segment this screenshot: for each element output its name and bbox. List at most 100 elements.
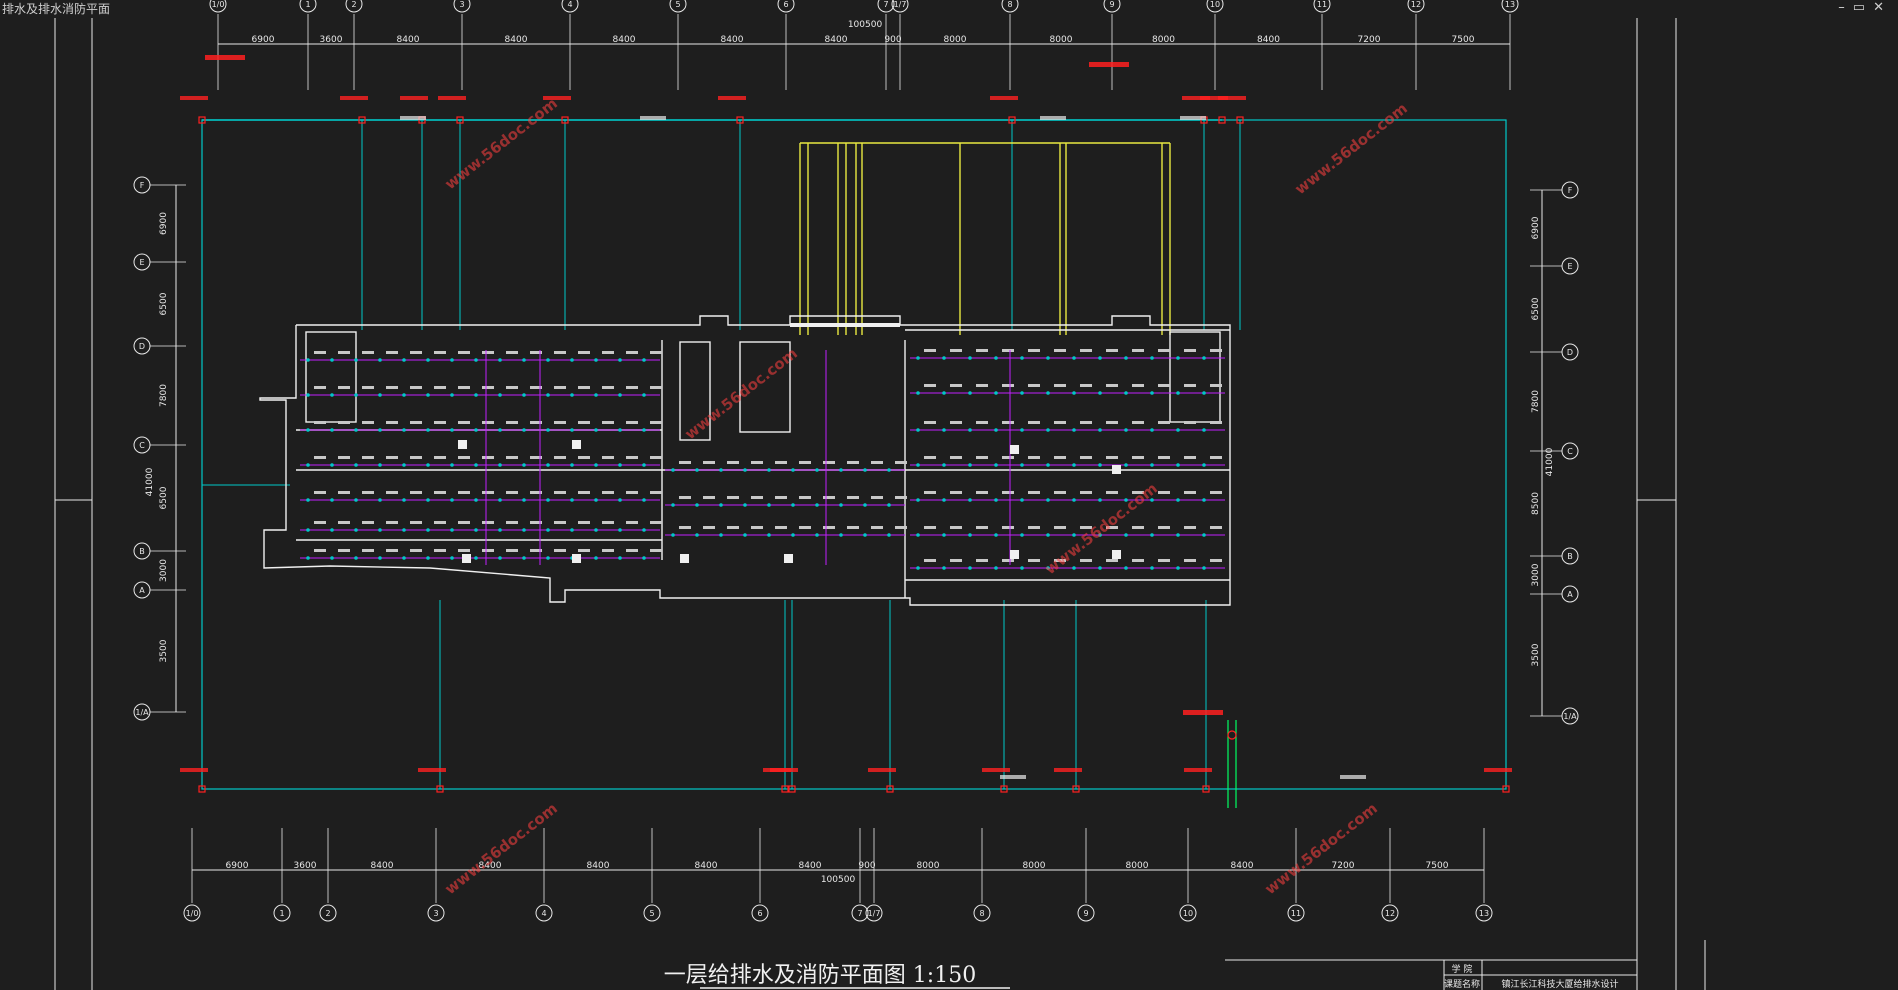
sprinkler-label — [1158, 491, 1170, 494]
valve-tag — [770, 768, 798, 772]
sprinkler-head — [942, 498, 946, 502]
valve-tag — [400, 96, 428, 100]
sprinkler-label — [434, 351, 446, 354]
sprinkler-label — [386, 386, 398, 389]
sprinkler-head — [474, 498, 478, 502]
valve-marker — [736, 116, 744, 124]
sprinkler-head — [1098, 463, 1102, 467]
valve-tag — [990, 96, 1018, 100]
top-span-dimension: 900 — [884, 35, 901, 45]
bottom-axis-label: 8 — [979, 909, 984, 918]
bottom-span-dimension: 8000 — [917, 861, 940, 871]
pipe-size-tag — [1000, 775, 1026, 779]
sprinkler-head — [498, 393, 502, 397]
sprinkler-head — [594, 428, 598, 432]
sprinkler-head — [994, 391, 998, 395]
left-span-dimension: 3500 — [159, 639, 169, 662]
right-span-dimension: 6900 — [1531, 216, 1541, 239]
minimize-icon[interactable]: – — [1838, 0, 1853, 15]
top-axis-bubble — [209, 0, 227, 13]
sprinkler-head — [1098, 566, 1102, 570]
sprinkler-label — [976, 384, 988, 387]
top-span-dimension: 7200 — [1358, 35, 1381, 45]
top-axis-bubble — [453, 0, 471, 13]
sprinkler-head — [1020, 356, 1024, 360]
restore-icon[interactable]: ▭ — [1852, 0, 1874, 15]
sprinkler-label — [1028, 526, 1040, 529]
bottom-axis-bubble — [535, 904, 553, 922]
sprinkler-head — [426, 358, 430, 362]
branch-pipes — [202, 120, 1241, 789]
sprinkler-label — [1132, 526, 1144, 529]
sprinkler-head — [1046, 391, 1050, 395]
structural-column — [1010, 445, 1019, 454]
sprinkler-label — [1028, 456, 1040, 459]
sprinkler-head — [1176, 391, 1180, 395]
sprinkler-label — [410, 421, 422, 424]
sprinkler-label — [1132, 456, 1144, 459]
sprinkler-label — [530, 549, 542, 552]
top-axis-label: 2 — [351, 0, 356, 9]
top-axis-label: 12 — [1411, 0, 1421, 9]
sprinkler-head — [618, 393, 622, 397]
structural-column — [680, 554, 689, 563]
sprinkler-label — [602, 521, 614, 524]
sprinkler-head — [695, 468, 699, 472]
sprinkler-head — [887, 533, 891, 537]
close-icon[interactable]: ✕ — [1873, 0, 1892, 15]
sprinkler-head — [378, 358, 382, 362]
sprinkler-head — [968, 498, 972, 502]
sprinkler-head — [474, 528, 478, 532]
sprinkler-head — [330, 556, 334, 560]
left-axis-bubble — [133, 176, 151, 194]
sprinkler-label — [703, 526, 715, 529]
sprinkler-head — [968, 463, 972, 467]
top-span-dimension: 8000 — [1050, 35, 1073, 45]
drawing-title: 一层给排水及消防平面图 1:150 — [664, 963, 976, 988]
top-axis-bubble — [1001, 0, 1019, 13]
sprinkler-label — [1054, 559, 1066, 562]
sprinkler-label — [1132, 421, 1144, 424]
sprinkler-label — [602, 491, 614, 494]
sprinkler-head — [570, 358, 574, 362]
left-axis-bubble — [133, 436, 151, 454]
sprinkler-label — [775, 526, 787, 529]
bottom-axis-label: 5 — [649, 909, 654, 918]
sprinkler-head — [402, 528, 406, 532]
sprinkler-head — [642, 393, 646, 397]
bottom-axis-label: 1/0 — [186, 909, 199, 918]
sprinkler-label — [554, 521, 566, 524]
sprinkler-label — [410, 351, 422, 354]
sprinkler-head — [1020, 498, 1024, 502]
right-axis-label: C — [1567, 447, 1573, 456]
bottom-axis-bubble — [1179, 904, 1197, 922]
sprinkler-head — [498, 498, 502, 502]
top-axis-label: 9 — [1109, 0, 1114, 9]
valve-marker — [198, 785, 206, 793]
sprinkler-head — [1124, 566, 1128, 570]
valve-tag — [982, 768, 1010, 772]
sprinkler-head — [1202, 533, 1206, 537]
bottom-span-dimension: 8400 — [479, 861, 502, 871]
sprinkler-head — [1046, 428, 1050, 432]
sprinkler-label — [626, 421, 638, 424]
sprinkler-label — [554, 421, 566, 424]
valve-marker — [456, 116, 464, 124]
sprinkler-label — [386, 491, 398, 494]
sprinkler-head — [426, 556, 430, 560]
sprinkler-label — [799, 496, 811, 499]
sprinkler-head — [642, 498, 646, 502]
sprinkler-head — [942, 428, 946, 432]
sprinkler-head — [916, 498, 920, 502]
sprinkler-label — [410, 456, 422, 459]
sprinkler-head — [767, 503, 771, 507]
bottom-span-dimension: 3600 — [294, 861, 317, 871]
sprinkler-head — [378, 498, 382, 502]
sprinkler-label — [506, 386, 518, 389]
sprinkler-label — [1054, 349, 1066, 352]
sprinkler-head — [695, 533, 699, 537]
bottom-span-dimension: 7200 — [1332, 861, 1355, 871]
axis-grid-top: 1/06900136002840038400484005840068400790… — [209, 0, 1519, 90]
sprinkler-label — [482, 421, 494, 424]
